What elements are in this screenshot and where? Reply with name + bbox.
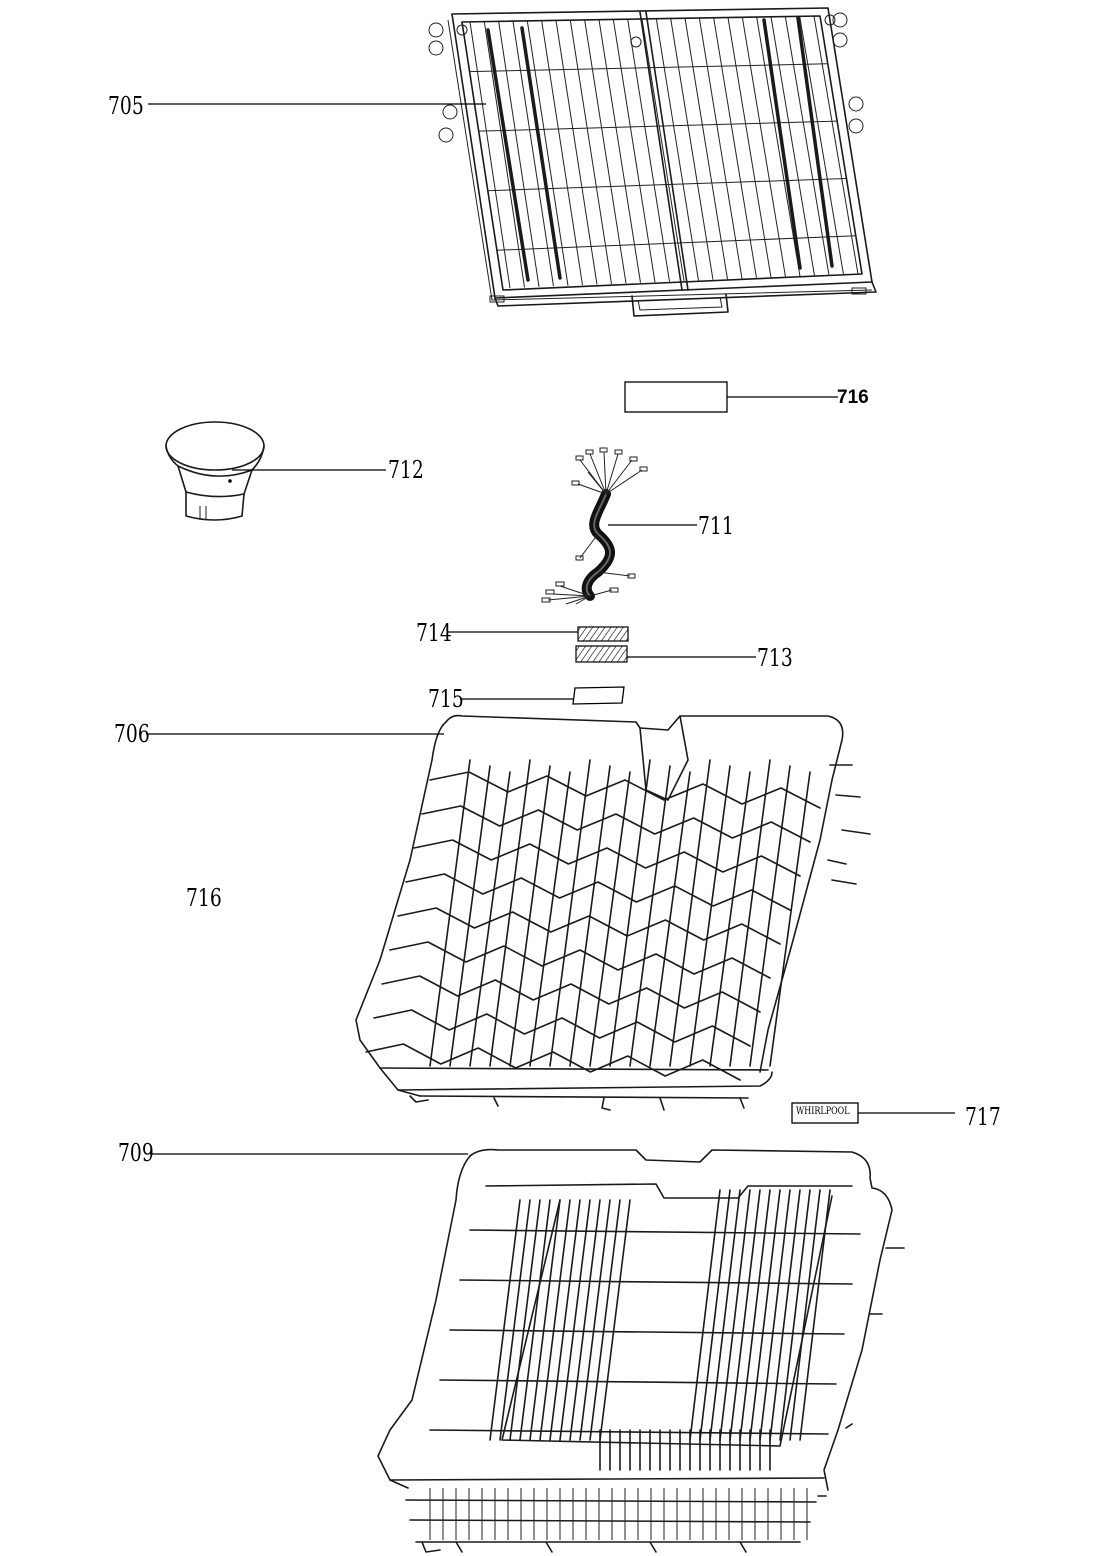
callout-716-left: 716 <box>186 884 222 912</box>
callout-709: 709 <box>118 1139 154 1167</box>
callout-715: 715 <box>428 685 464 713</box>
callout-716-top: 716 <box>837 387 869 408</box>
wire-harness-icon <box>541 447 648 605</box>
callout-713: 713 <box>757 644 793 672</box>
cutlery-tray-icon <box>428 7 877 317</box>
upper-basket-icon <box>355 714 871 1111</box>
lower-basket-icon <box>377 1148 905 1553</box>
tag-icon <box>572 686 625 705</box>
callout-706: 706 <box>114 720 150 748</box>
callout-717: 717 <box>965 1103 1001 1131</box>
callout-705: 705 <box>108 92 144 120</box>
brand-badge-text: WHIRLPOOL <box>796 1106 850 1117</box>
callout-714: 714 <box>416 619 452 647</box>
callout-712: 712 <box>388 456 424 484</box>
funnel-icon <box>165 421 265 521</box>
label-rectangle-icon <box>624 381 728 413</box>
callout-711: 711 <box>698 512 734 540</box>
hatched-tag-icon <box>577 626 629 642</box>
hatched-tag-icon <box>575 645 628 663</box>
